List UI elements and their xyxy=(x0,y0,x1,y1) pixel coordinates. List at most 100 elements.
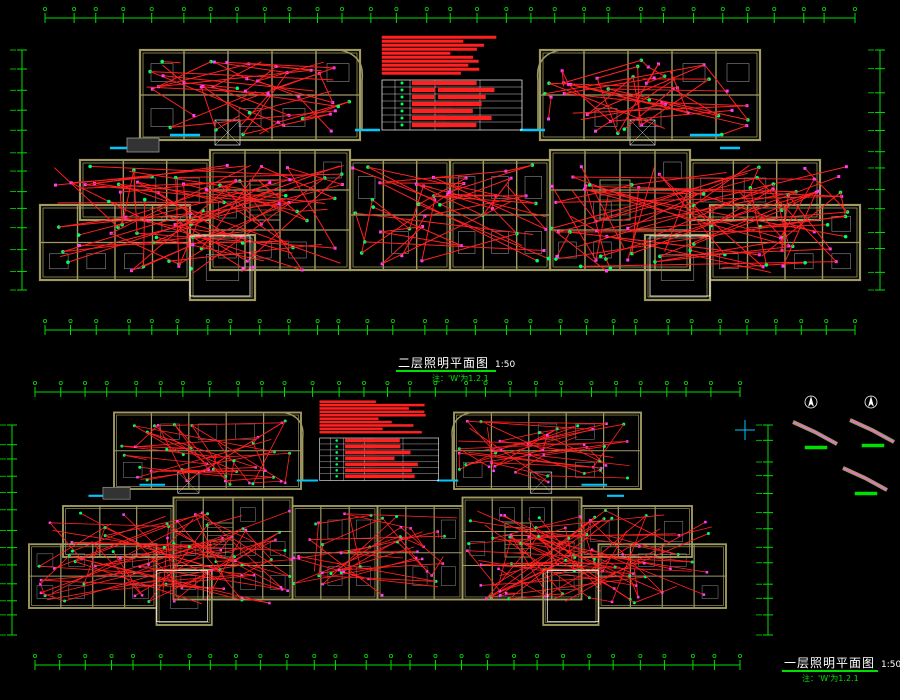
light-fixture xyxy=(610,516,614,520)
axis-bubble xyxy=(259,380,264,385)
dimension-right-lower xyxy=(756,424,773,636)
wiring-run xyxy=(367,166,536,204)
switch-node xyxy=(642,561,646,565)
wiring-run xyxy=(595,166,760,222)
wiring-run xyxy=(148,220,303,271)
wiring-run xyxy=(154,425,208,465)
wiring-run xyxy=(322,557,417,585)
light-fixture xyxy=(88,164,92,169)
axis-bubble xyxy=(236,380,241,385)
wiring-run xyxy=(499,518,605,596)
wiring-run xyxy=(631,176,839,255)
light-fixture xyxy=(165,522,169,526)
light-fixture xyxy=(235,86,240,91)
dimension-left-lower xyxy=(0,424,17,636)
switch-node xyxy=(503,514,506,517)
axis-bubble xyxy=(606,7,611,12)
wiring-run xyxy=(110,232,180,265)
wiring-run xyxy=(580,166,625,249)
legend-cell-text xyxy=(437,80,477,86)
furniture-outline xyxy=(440,519,456,539)
dimension-bottom-lower xyxy=(33,654,743,670)
wiring-run xyxy=(410,528,425,548)
wiring-run xyxy=(298,96,332,132)
wiring-run xyxy=(491,518,605,587)
plan-title-upper: 二层照明平面图 1:50 xyxy=(398,354,515,371)
legend-cell-text xyxy=(411,94,435,100)
legend-bar xyxy=(381,39,464,43)
wing-inner-wall xyxy=(583,508,690,555)
wiring-run xyxy=(40,592,65,602)
wiring-run xyxy=(721,125,747,136)
wiring-run xyxy=(602,530,628,572)
light-fixture xyxy=(232,459,236,463)
light-fixture xyxy=(719,132,724,137)
wiring-run xyxy=(431,556,444,576)
wiring-run xyxy=(511,563,692,572)
axis-bubble xyxy=(282,380,287,385)
wiring-run xyxy=(313,522,319,572)
wiring-run xyxy=(242,528,272,560)
wiring-run xyxy=(67,177,325,263)
legend-symbol xyxy=(335,469,338,472)
axis-bubble xyxy=(684,380,689,385)
wiring-run xyxy=(134,425,275,453)
switch-node xyxy=(541,448,545,452)
furniture-outline xyxy=(235,423,255,440)
switch-node xyxy=(380,593,384,597)
axis-bubble xyxy=(582,7,587,12)
switch-node xyxy=(279,585,283,589)
wiring-run xyxy=(499,432,540,442)
axis-bubble xyxy=(109,654,114,659)
wiring-run xyxy=(509,536,615,589)
wiring-run xyxy=(379,182,538,262)
legend-bar xyxy=(381,35,497,39)
switch-node xyxy=(702,593,706,596)
bay-curve xyxy=(451,411,472,481)
wiring-run xyxy=(547,475,628,479)
plan-scale: 1:50 xyxy=(495,360,516,370)
switch-node xyxy=(279,479,283,483)
light-fixture xyxy=(546,474,550,478)
axis-bubble xyxy=(720,7,725,12)
wiring-run xyxy=(170,91,257,128)
wing-inner-wall xyxy=(647,237,708,298)
furniture-outline xyxy=(491,231,509,254)
wiring-run xyxy=(131,180,237,272)
axis-bubble xyxy=(464,380,469,385)
wiring-run xyxy=(231,536,290,577)
plan-scale: 1:50 xyxy=(881,660,900,670)
wiring-run xyxy=(569,231,760,256)
wiring-run xyxy=(181,556,235,588)
wiring-run xyxy=(421,199,436,261)
axis-bubble xyxy=(853,318,858,323)
legend-symbol xyxy=(400,81,404,85)
wiring-run xyxy=(499,440,614,458)
light-fixture xyxy=(329,572,333,576)
wiring-run xyxy=(606,235,771,273)
axis-bubble xyxy=(233,654,238,659)
wiring-run xyxy=(499,562,595,592)
axis-bubble xyxy=(93,7,98,12)
switch-node xyxy=(288,509,291,513)
switch-node xyxy=(812,230,816,234)
switch-node xyxy=(604,464,608,467)
axis-bubble xyxy=(561,654,566,659)
wiring-run xyxy=(75,561,202,605)
axis-bubble xyxy=(134,380,139,385)
plan-title-text: 二层照明平面图 xyxy=(398,356,490,370)
wiring-run xyxy=(211,570,255,576)
wiring-run xyxy=(596,65,638,79)
switch-node xyxy=(147,563,150,566)
light-fixture xyxy=(272,450,276,454)
wiring-run xyxy=(467,420,593,430)
axis-bubble xyxy=(589,380,594,385)
furniture-outline xyxy=(575,423,595,440)
wiring-run xyxy=(49,522,169,527)
switch-node xyxy=(626,226,630,230)
wiring-run xyxy=(570,189,597,222)
switch-node xyxy=(199,85,203,89)
axis-bubble xyxy=(181,7,186,12)
plan-subtitle-lower: 注：'W'为1.2.1 xyxy=(802,674,859,683)
